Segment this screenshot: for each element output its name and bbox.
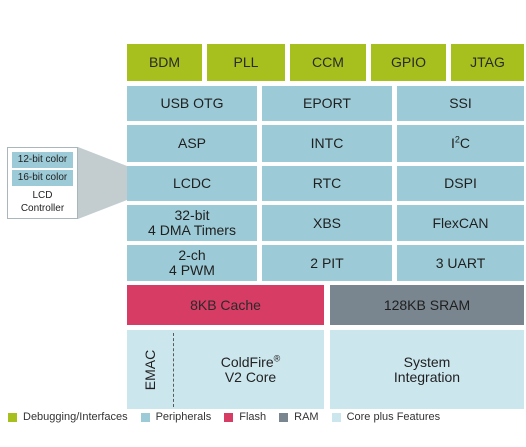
dma-timers-label-line2: 4 DMA Timers	[148, 222, 236, 238]
usb-otg-block: USB OTG	[127, 86, 257, 121]
rtc-block: RTC	[262, 166, 392, 201]
uart-block: 3 UART	[397, 245, 524, 281]
legend-item-ram: RAM	[279, 411, 319, 423]
legend-swatch-core	[331, 412, 341, 422]
usb-otg-label: USB OTG	[160, 95, 224, 111]
legend-label-flash: Flash	[239, 411, 267, 423]
asp-label: ASP	[177, 135, 206, 151]
sram-block: 128KB SRAM	[330, 285, 524, 325]
ccm-label: CCM	[312, 54, 344, 70]
coldfire-label-line1: ColdFire®	[220, 352, 281, 370]
legend-label-debugging: Debugging/Interfaces	[23, 411, 128, 423]
legend-label-core: Core plus Features	[346, 411, 441, 423]
legend-item-core: Core plus Features	[331, 411, 441, 423]
sram-label: 128KB SRAM	[383, 296, 471, 313]
xbs-label: XBS	[312, 214, 341, 231]
pwm-label-line1: 2-ch	[178, 247, 206, 263]
legend-item-debugging: Debugging/Interfaces	[8, 411, 128, 423]
i2c-label-base: I	[450, 135, 455, 151]
cache-block: 8KB Cache	[127, 285, 324, 325]
eport-label: EPORT	[303, 95, 351, 111]
legend-swatch-debugging	[8, 412, 17, 422]
legend-item-flash: Flash	[224, 411, 266, 423]
gpio-label: GPIO	[390, 54, 426, 70]
lcd-controller-label-line2: Controller	[20, 203, 65, 214]
lcdc-block: LCDC	[127, 166, 257, 201]
legend-swatch-ram	[279, 412, 289, 422]
dma-timers-label-line1: 32-bit	[174, 207, 210, 223]
pwm-label-line2: 4 PWM	[169, 262, 215, 278]
xbs-block: XBS	[262, 205, 392, 241]
bdm-block: BDM	[127, 44, 202, 81]
pit-block: 2 PIT	[262, 245, 392, 281]
flexcan-block: FlexCAN	[397, 205, 524, 241]
flexcan-label: FlexCAN	[432, 214, 489, 231]
cache-label: 8KB Cache	[190, 296, 261, 313]
i2c-label-superscript: 2	[454, 134, 460, 145]
lcd-controller-box: 12-bit color 16-bit color LCD Controller	[7, 147, 78, 219]
legend-label-ram: RAM	[294, 411, 319, 423]
ccm-block: CCM	[290, 44, 366, 81]
eport-block: EPORT	[262, 86, 392, 121]
legend-swatch-peripherals	[140, 412, 150, 422]
jtag-block: JTAG	[451, 44, 524, 81]
coldfire-core-block	[127, 330, 324, 409]
dspi-block: DSPI	[397, 166, 524, 201]
i2c-block: I2C	[397, 125, 524, 162]
lcdc-label: LCDC	[172, 175, 212, 191]
emac-divider	[173, 333, 174, 407]
emac-block: EMAC	[127, 330, 173, 409]
legend: Debugging/Interfaces Peripherals Flash R…	[8, 409, 453, 425]
pll-label: PLL	[233, 54, 259, 70]
emac-label: EMAC	[141, 349, 158, 390]
ssi-block: SSI	[397, 86, 524, 121]
pit-label: 2 PIT	[310, 254, 344, 271]
ssi-label: SSI	[449, 95, 472, 111]
coldfire-label-text: ColdFire	[220, 353, 274, 370]
legend-label-peripherals: Peripherals	[155, 411, 212, 423]
rtc-label: RTC	[312, 175, 342, 191]
lcd-12bit-color-chip: 12-bit color	[12, 152, 73, 168]
legend-swatch-flash	[224, 412, 234, 422]
legend-item-peripherals: Peripherals	[140, 411, 212, 423]
bdm-label: BDM	[148, 54, 181, 70]
i2c-label-rest: C	[459, 135, 471, 151]
asp-block: ASP	[127, 125, 257, 162]
i2c-label: I2C	[450, 134, 471, 151]
intc-block: INTC	[262, 125, 392, 162]
intc-label: INTC	[310, 135, 344, 151]
gpio-block: GPIO	[371, 44, 446, 81]
system-integration-label-line1: System	[403, 353, 451, 370]
uart-label: 3 UART	[435, 254, 486, 271]
coldfire-registered-mark: ®	[273, 352, 281, 363]
lcd-16bit-color-chip: 16-bit color	[12, 170, 73, 186]
coldfire-label: ColdFire® V2 Core	[177, 330, 324, 409]
dspi-label: DSPI	[444, 175, 477, 191]
pll-block: PLL	[207, 44, 285, 81]
jtag-label: JTAG	[470, 54, 505, 70]
coldfire-label-line2: V2 Core	[224, 368, 277, 385]
system-integration-label-line2: Integration	[393, 368, 461, 385]
lcd-controller-label-line1: LCD	[32, 190, 53, 201]
